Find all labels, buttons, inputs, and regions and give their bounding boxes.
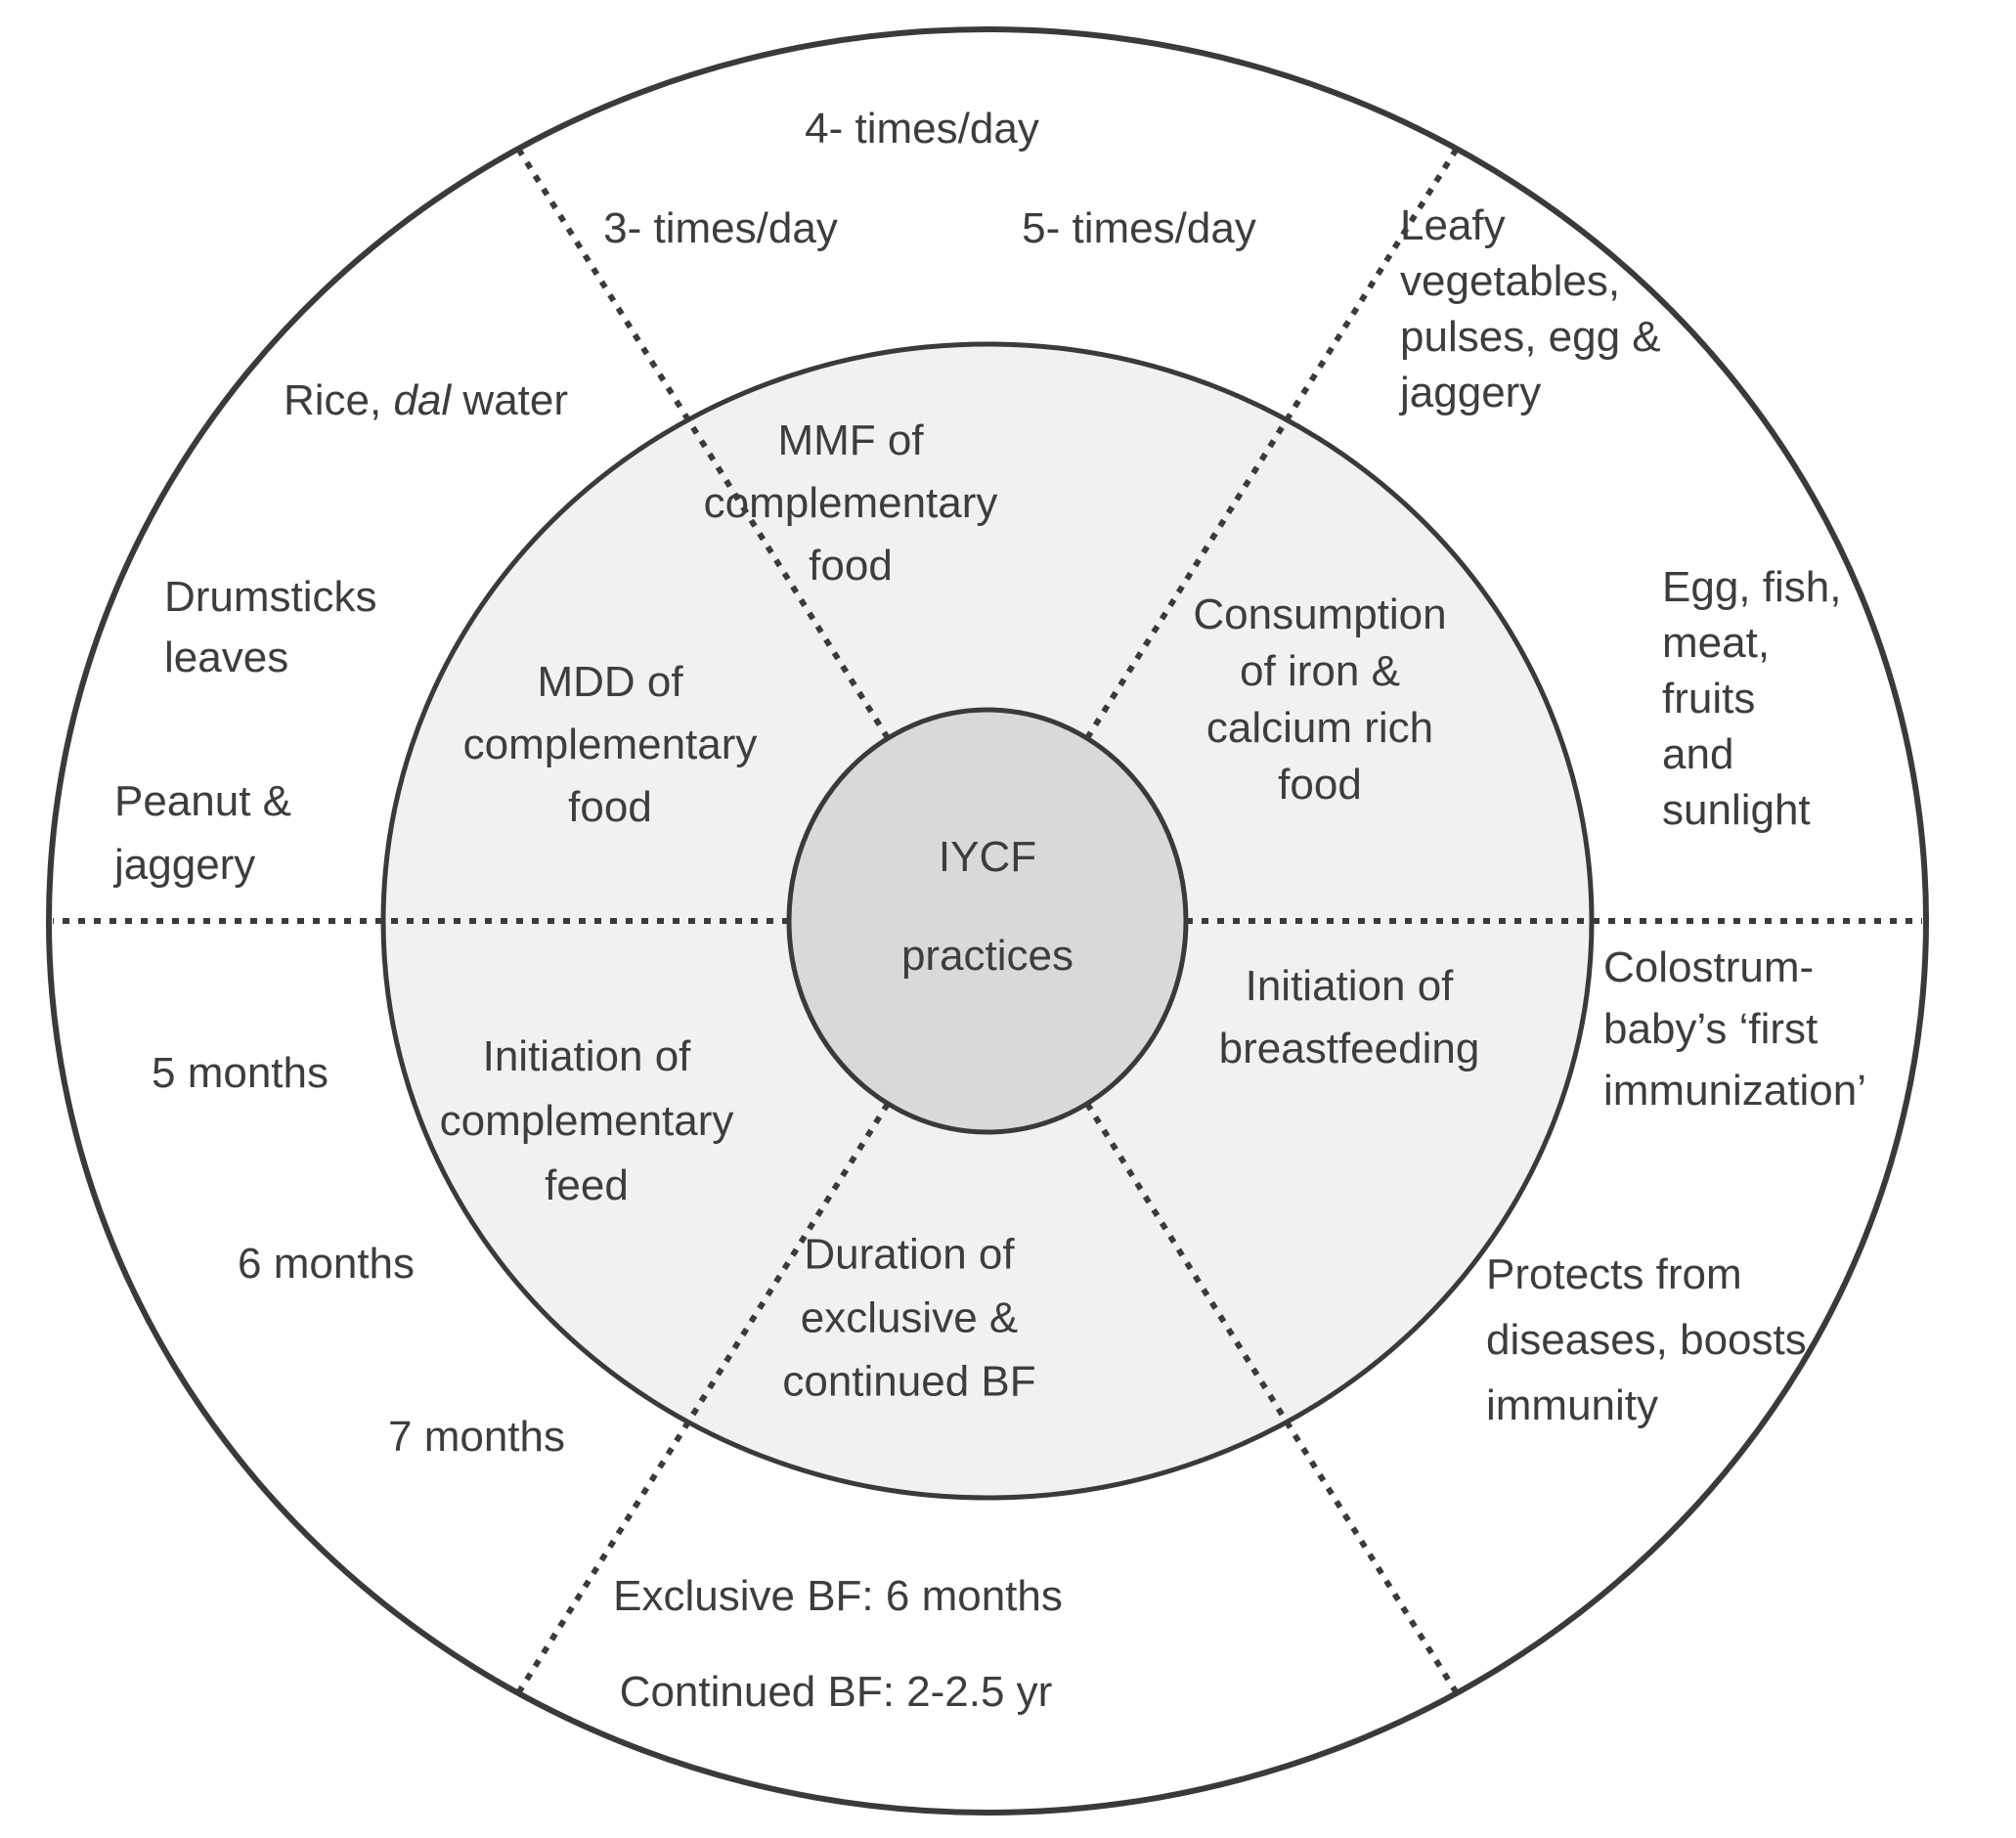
- center-circle: [786, 707, 1189, 1135]
- annotation-5-times-day: 5- times/day: [1022, 204, 1256, 252]
- annotation-colostrum: Colostrum- baby’s ‘first immunization’: [1603, 943, 1866, 1115]
- annotation-leafy-vegetables: Leafy vegetables, pulses, egg & jaggery: [1400, 201, 1661, 416]
- rice-text-dal: dal: [393, 376, 452, 424]
- sector-label-initiation-breastfeeding: Initiation of breastfeeding: [1218, 962, 1480, 1072]
- annotation-continued-bf: Continued BF: 2-2.5 yr: [619, 1668, 1053, 1716]
- annotation-5-months: 5 months: [152, 1049, 329, 1097]
- annotation-3-times-day: 3- times/day: [603, 204, 838, 252]
- annotation-rice-dal-water: Rice, dal water: [284, 372, 568, 429]
- sector-divider-upper-right: [1084, 147, 1460, 740]
- center-title-line2: practices: [900, 932, 1074, 980]
- sector-label-mdd: MDD of complementary food: [462, 658, 758, 831]
- annotation-exclusive-bf: Exclusive BF: 6 months: [613, 1572, 1063, 1620]
- sector-divider-lower-left: [515, 1102, 891, 1695]
- sector-label-mmf: MMF of complementary food: [703, 416, 998, 590]
- annotation-protects-immunity: Protects from diseases, boosts immunity: [1486, 1250, 1807, 1429]
- sector-divider-lower-right: [1084, 1102, 1460, 1695]
- rice-text-post: water: [451, 376, 569, 424]
- center-title-line1: IYCF: [938, 833, 1037, 881]
- sector-label-consumption: Consumption of iron & calcium rich food: [1193, 591, 1447, 809]
- sector-label-initiation-complementary: Initiation of complementary feed: [439, 1032, 734, 1209]
- rice-text-pre: Rice,: [284, 376, 394, 424]
- sector-divider-upper-left: [515, 147, 891, 740]
- annotation-4-times-day: 4- times/day: [805, 105, 1039, 153]
- annotation-drumsticks-leaves: Drumsticks leaves: [164, 573, 377, 681]
- annotation-6-months: 6 months: [238, 1240, 415, 1288]
- annotation-peanut-jaggery: Peanut & jaggery: [114, 777, 292, 889]
- annotation-7-months: 7 months: [388, 1413, 565, 1461]
- sector-label-duration-bf: Duration of exclusive & continued BF: [782, 1230, 1036, 1406]
- annotation-egg-fish-meat: Egg, fish, meat, fruits and sunlight: [1662, 563, 1842, 834]
